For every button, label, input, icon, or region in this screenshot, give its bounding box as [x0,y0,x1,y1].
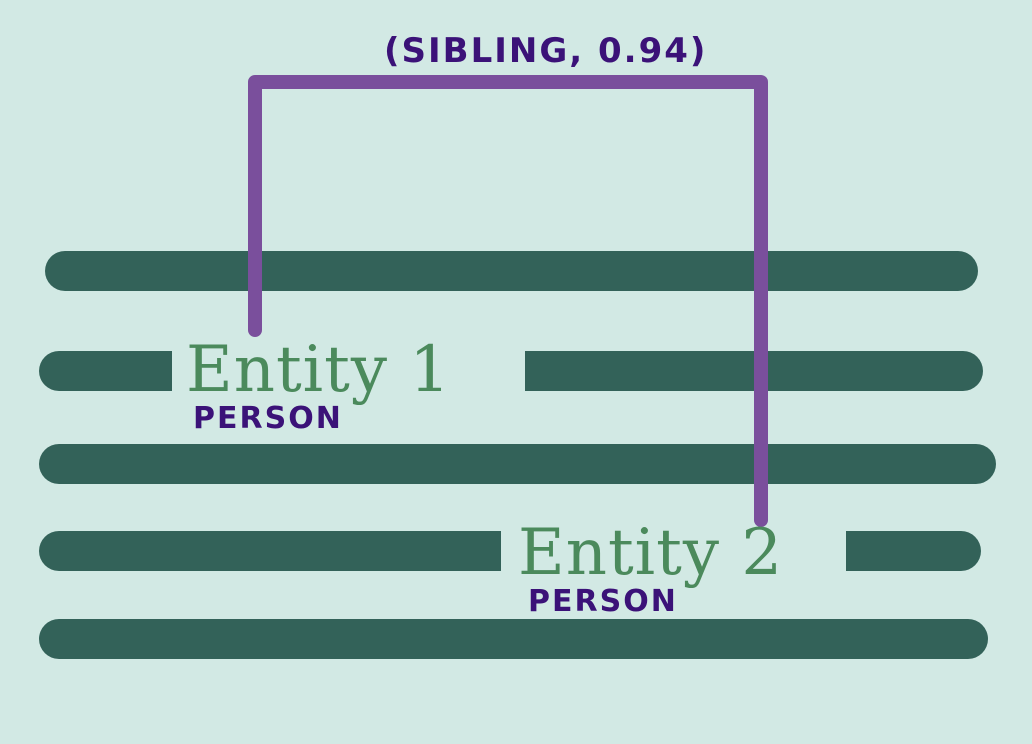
text-line-1 [45,251,978,291]
entity-2-name: Entity 2 [518,516,784,590]
text-line-4-right [846,531,981,571]
entity-2-type: PERSON [528,584,678,619]
relation-label: (SIBLING, 0.94) [384,31,708,71]
text-line-5 [39,619,988,659]
text-line-4-left [39,531,501,571]
entity-1-name: Entity 1 [186,333,452,407]
entity-1-type: PERSON [193,401,343,436]
relation-arc [248,75,768,527]
text-line-2-left [39,351,172,391]
text-line-3 [39,444,996,484]
